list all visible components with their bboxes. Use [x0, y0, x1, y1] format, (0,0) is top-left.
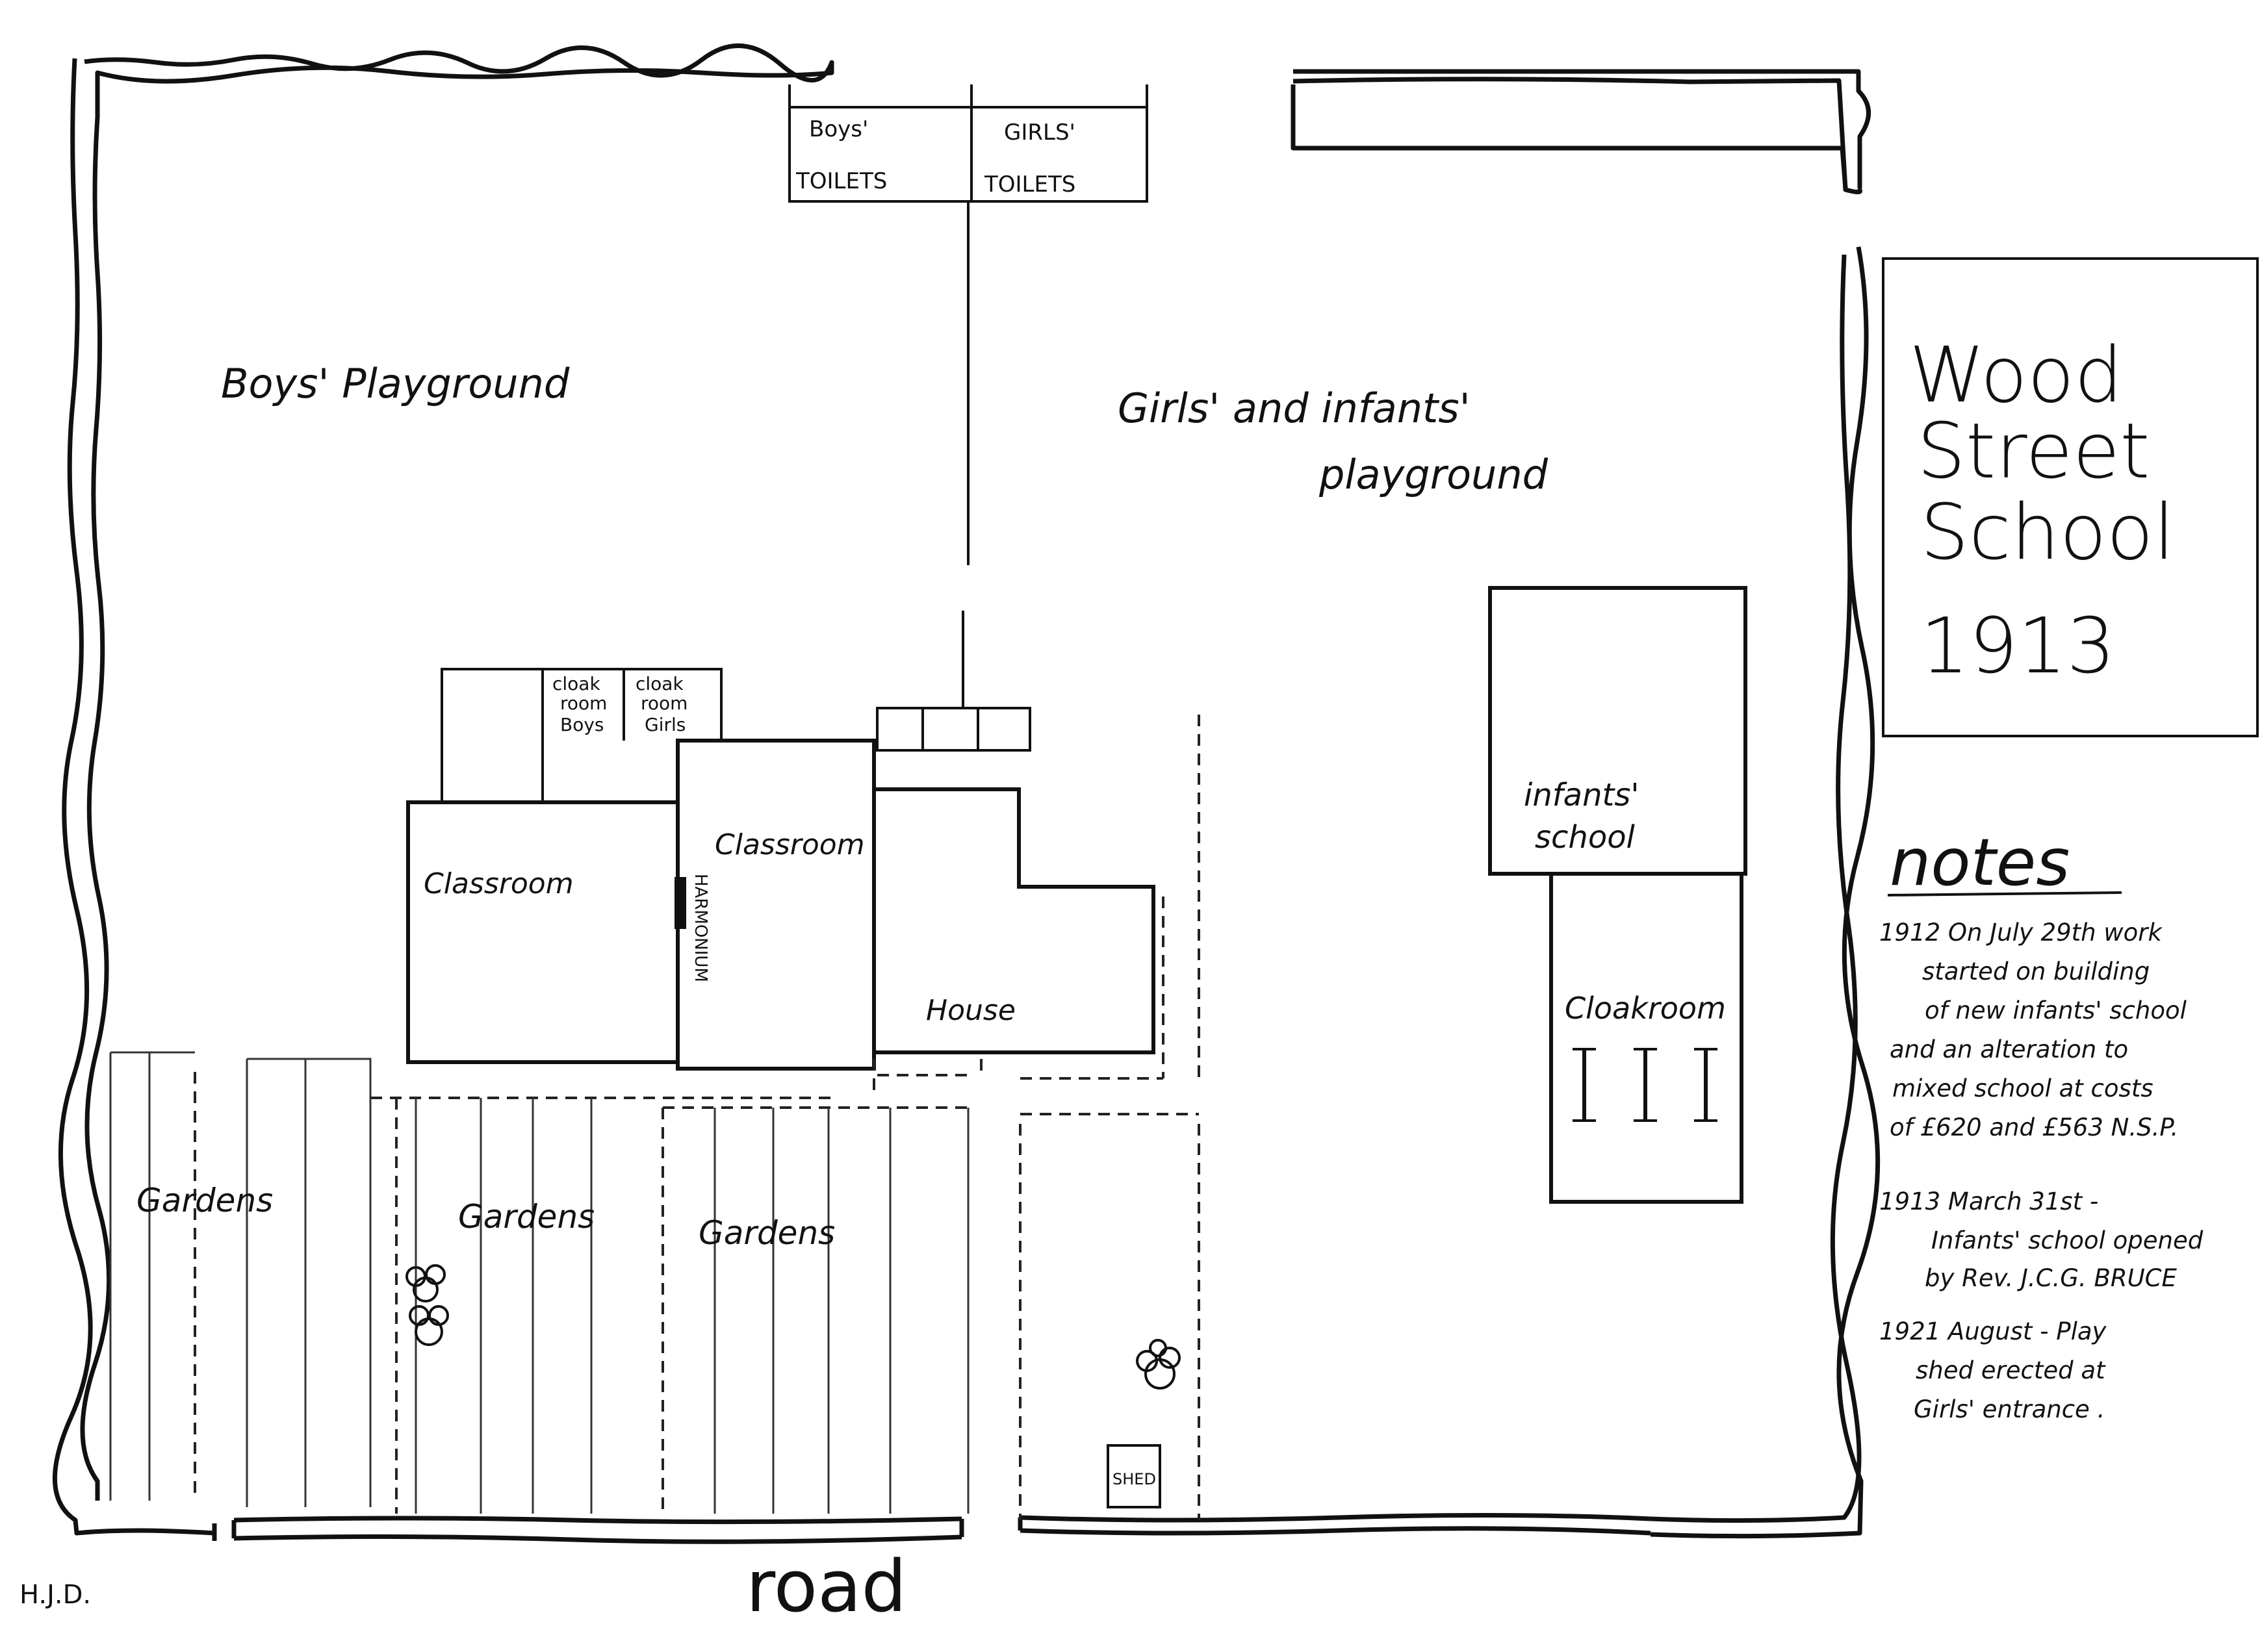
girls-playground-label-2: playground [1318, 451, 1549, 498]
gardens-label-1: Gardens [136, 1182, 273, 1219]
classroom-right-label: Classroom [715, 828, 865, 861]
boys-toilets-label-1: Boys' [809, 116, 868, 142]
infants-school-building [1488, 586, 1747, 1204]
notes-line: by Rev. J.C.G. BRUCE [1925, 1264, 2177, 1292]
gardens-label-3: Gardens [699, 1214, 835, 1252]
cloakroom-girls-label-1: cloak [636, 673, 684, 694]
gardens-label-2: Gardens [458, 1198, 595, 1236]
notes-heading: notes [1890, 824, 2070, 900]
cloakroom-girls-label-2: room [641, 693, 688, 714]
notes-line: and an alteration to [1890, 1036, 2128, 1063]
infants-school-label-1: infants' [1524, 777, 1639, 813]
notes-underline [1887, 891, 2122, 896]
girls-toilets-label-1: GIRLS' [1004, 120, 1075, 146]
harmonium-label: HARMONIUM [691, 874, 710, 982]
notes-line: of new infants' school [1925, 997, 2187, 1024]
notes-line: mixed school at costs [1892, 1074, 2153, 1102]
shrub-icon [405, 1264, 1181, 1390]
cloakroom-boys-label-1: cloak [552, 673, 600, 694]
cloakroom-girls-label-3: Girls [645, 714, 686, 735]
notes-line: started on building [1922, 958, 2150, 985]
notes-line: 1921 August - Play [1879, 1317, 2107, 1345]
infants-school-label-2: school [1535, 819, 1636, 856]
road-label: road [746, 1545, 906, 1628]
title-line-3: School [1920, 487, 2175, 577]
house-label: House [926, 994, 1016, 1027]
notes-line: 1913 March 31st - [1879, 1188, 2098, 1215]
notes-line: 1912 On July 29th work [1879, 919, 2163, 947]
garden-paths [194, 715, 1200, 1520]
shed-label: SHED [1112, 1470, 1156, 1488]
notes-line: shed erected at [1916, 1356, 2106, 1384]
boundary-wall [53, 44, 1881, 1544]
cloakroom-boys-label-2: room [560, 693, 607, 714]
shed [1107, 1444, 1161, 1508]
classroom-left-label: Classroom [424, 867, 574, 900]
initials-label: H.J.D. [19, 1580, 91, 1610]
notes-line: Girls' entrance . [1914, 1395, 2105, 1423]
title-year: 1913 [1920, 601, 2115, 691]
girls-toilets-label-2: TOILETS [984, 172, 1075, 197]
boys-playground-label: Boys' Playground [221, 360, 570, 407]
playground-fence [962, 201, 970, 708]
notes-line: Infants' school opened [1931, 1226, 2204, 1254]
garden-plots [109, 1051, 970, 1514]
infants-cloakroom-label: Cloakroom [1565, 991, 1726, 1026]
title-line-2: Street [1917, 406, 2150, 496]
title-box [1882, 257, 2259, 737]
title-line-1: Wood [1909, 330, 2123, 420]
boys-toilets-label-2: TOILETS [795, 168, 887, 194]
notes-line: of £620 and £563 N.S.P. [1890, 1113, 2178, 1141]
main-school-building [406, 668, 1155, 1071]
girls-playground-label-1: Girls' and infants' [1118, 385, 1471, 432]
cloakroom-boys-label-3: Boys [560, 714, 604, 735]
